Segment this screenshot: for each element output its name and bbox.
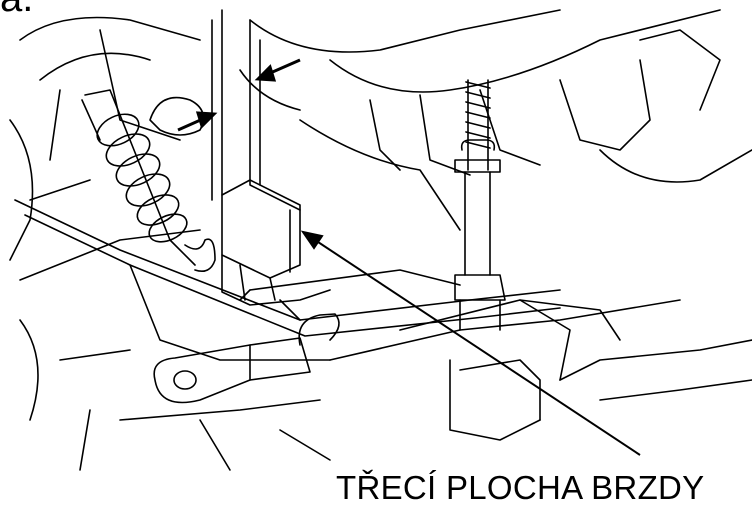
leader-arrowhead (300, 230, 324, 250)
clearance-rods (211, 9, 261, 201)
threaded-stud (454, 79, 506, 331)
lower-lever (19, 319, 331, 471)
lower-right-housing (449, 339, 752, 441)
brake-arm-rail (14, 199, 681, 381)
clearance-arrows (177, 58, 301, 132)
brake-friction-surface-label: TŘECÍ PLOCHA BRZDY (336, 469, 705, 506)
figure-letter: a. (0, 0, 33, 18)
callout-leader (300, 230, 641, 456)
return-spring (81, 89, 216, 273)
left-arrowhead (195, 111, 218, 129)
right-arrowhead (254, 64, 277, 82)
engine-block-outline (9, 9, 752, 281)
